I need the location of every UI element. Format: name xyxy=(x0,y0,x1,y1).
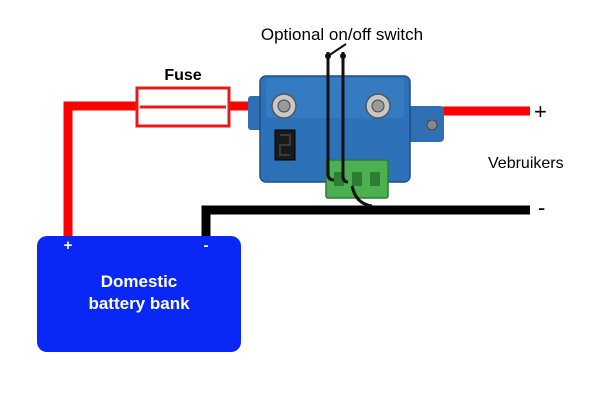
negative-wire xyxy=(201,205,530,236)
terminal-nut-left xyxy=(277,99,291,113)
battery-bank xyxy=(37,236,241,352)
battery-plus-terminal: + xyxy=(64,237,73,254)
switch-contact-2 xyxy=(340,53,346,59)
display-digit xyxy=(279,134,291,156)
battery-label-line1: Domestic xyxy=(101,272,178,291)
mount-screw xyxy=(426,119,438,131)
connector-to-ground-wire xyxy=(350,185,373,208)
connector-slot-1 xyxy=(334,172,344,186)
switch-label: Optional on/off switch xyxy=(261,25,423,44)
consumers-label: Vebruikers xyxy=(488,155,564,172)
battery-minus-terminal: - xyxy=(204,237,209,254)
relay-device xyxy=(248,75,444,199)
fuse-label: Fuse xyxy=(164,67,201,84)
connector-slot-3 xyxy=(370,172,380,186)
connector-slot-2 xyxy=(352,172,362,186)
consumer-plus: + xyxy=(534,99,547,124)
switch-lever xyxy=(327,43,347,57)
positive-wire-battery xyxy=(63,101,142,238)
switch-contact-1 xyxy=(325,53,331,59)
switch-wire-1 xyxy=(326,52,335,182)
switch-wire-2 xyxy=(341,52,349,184)
battery-label-line2: battery bank xyxy=(88,294,190,313)
terminal-nut-right xyxy=(371,99,385,113)
consumer-minus: - xyxy=(538,195,545,220)
